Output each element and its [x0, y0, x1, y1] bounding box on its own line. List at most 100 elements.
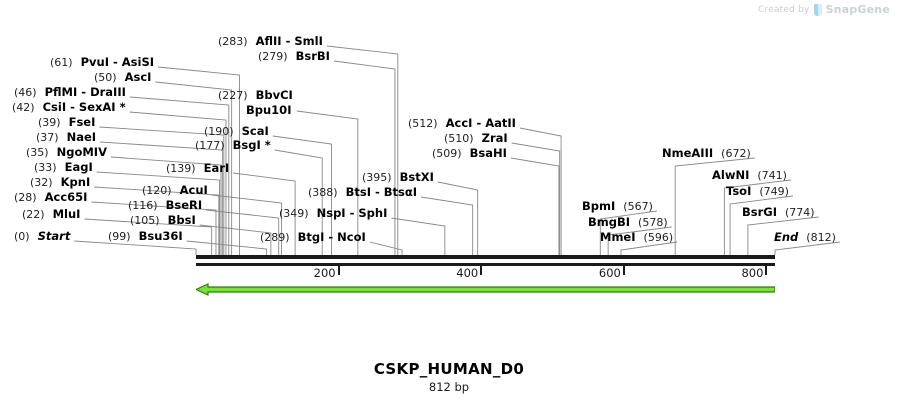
site-enzyme-name: AlwNI [712, 168, 750, 182]
restriction-site-label[interactable]: BmgBI (578) [588, 216, 668, 229]
site-enzyme-names: FseI [69, 115, 96, 129]
restriction-site-label[interactable]: NmeAIII (672) [662, 147, 751, 160]
site-position: (741) [757, 169, 787, 182]
restriction-site-label[interactable]: AlwNI (741) [712, 169, 787, 182]
restriction-site-label[interactable]: (28) Acc65I [14, 191, 87, 204]
site-enzyme-name: FseI [68, 115, 96, 129]
site-position: (46) [14, 86, 37, 99]
site-enzyme-names: BsrGI [742, 205, 777, 219]
restriction-site-label[interactable]: BsrGI (774) [742, 206, 815, 219]
site-enzyme-names: NmeAIII [662, 146, 713, 160]
site-enzyme-names: MluI [53, 207, 81, 221]
site-enzyme-name: AscI [124, 70, 152, 84]
site-enzyme-names: AcuI [180, 183, 208, 197]
restriction-site-label[interactable]: BpmI (567) [582, 200, 653, 213]
site-enzyme-name: BsgI * [232, 138, 271, 152]
site-position: (672) [721, 147, 751, 160]
restriction-site-label[interactable]: (289) BtgI - NcoI [260, 231, 366, 244]
site-position: (227) [218, 89, 248, 102]
site-enzyme-name: Acc65I [44, 190, 88, 204]
restriction-site-label[interactable]: (279) BsrBI [258, 50, 330, 63]
restriction-site-label[interactable]: (283) AflII - SmlI [218, 35, 323, 48]
restriction-site-label[interactable]: (105) BbsI [130, 214, 196, 227]
site-enzyme-name: Start [37, 229, 71, 243]
ruler-tick-label: 200 [313, 266, 336, 280]
restriction-site-label[interactable]: (61) PvuI - AsiSI [50, 56, 154, 69]
site-position: (289) [260, 231, 290, 244]
restriction-site-label[interactable]: (99) Bsu36I [108, 230, 183, 243]
site-enzyme-names: TsoI [726, 184, 751, 198]
site-enzyme-name: EagI [64, 160, 93, 174]
restriction-site-label[interactable]: (35) NgoMIV [26, 146, 107, 159]
site-enzyme-name: BsrBI [295, 49, 330, 63]
restriction-site-label[interactable]: Bpu10I [246, 104, 291, 116]
restriction-site-label[interactable]: TsoI (749) [726, 185, 789, 198]
restriction-site-label[interactable]: (190) ScaI [204, 125, 269, 138]
site-position: (177) [195, 139, 225, 152]
restriction-site-label[interactable]: (120) AcuI [142, 184, 208, 197]
site-enzyme-name: AcuI [179, 183, 208, 197]
restriction-site-label[interactable]: (50) AscI [94, 71, 151, 84]
site-name-separator: - [371, 185, 384, 199]
restriction-site-label[interactable]: End (812) [774, 231, 836, 244]
restriction-site-label[interactable]: (139) EarI [166, 162, 229, 175]
site-enzyme-names: BsrBI [296, 49, 330, 63]
restriction-site-label[interactable]: (116) BseRI [128, 199, 202, 212]
site-enzyme-name: BseRI [165, 198, 203, 212]
site-enzyme-names: EarI [204, 161, 230, 175]
site-enzyme-names: PvuI - AsiSI [81, 55, 154, 69]
site-enzyme-name: MmeI [600, 230, 636, 244]
restriction-site-label[interactable]: (0) Start [14, 230, 70, 243]
restriction-site-label[interactable]: (349) NspI - SphI [279, 207, 387, 220]
site-enzyme-name: AflII [255, 34, 282, 48]
site-position: (35) [26, 146, 49, 159]
restriction-site-label[interactable]: (33) EagI [34, 161, 93, 174]
site-position: (0) [14, 230, 30, 243]
restriction-site-label[interactable]: (46) PflMI - DraIII [14, 86, 126, 99]
site-enzyme-names: BsaHI [470, 146, 507, 160]
restriction-site-label[interactable]: (22) MluI [22, 208, 80, 221]
watermark-prefix: Created by [758, 4, 810, 15]
orf-feature-arrow[interactable] [194, 281, 776, 296]
site-enzyme-name: EarI [203, 161, 230, 175]
site-enzyme-name: PvuI [80, 55, 109, 69]
site-enzyme-name: End [774, 230, 799, 244]
site-position: (61) [50, 56, 73, 69]
site-enzyme-name: BbsI [167, 213, 196, 227]
site-enzyme-names: End [774, 230, 798, 244]
site-position: (388) [308, 186, 338, 199]
restriction-site-label[interactable]: (42) CsiI - SexAI * [12, 101, 126, 114]
ruler-tick [480, 266, 483, 275]
restriction-site-label[interactable]: (177) BsgI * [195, 139, 271, 152]
site-position: (395) [362, 171, 392, 184]
restriction-site-label[interactable]: (395) BstXI [362, 171, 434, 184]
site-enzyme-names: MmeI [600, 230, 636, 244]
site-enzyme-name: AccI [445, 116, 473, 130]
site-enzyme-names: Start [38, 229, 71, 243]
site-enzyme-name: NaeI [66, 130, 97, 144]
sequence-backbone [196, 255, 775, 267]
site-position: (22) [22, 208, 45, 221]
restriction-site-label[interactable]: (227) BbvCI [218, 89, 293, 102]
site-name-separator: - [345, 206, 359, 220]
restriction-site-label[interactable]: (509) BsaHI [432, 147, 507, 160]
site-position: (578) [638, 216, 668, 229]
site-position: (512) [408, 117, 438, 130]
site-enzyme-names: ZraI [482, 131, 508, 145]
site-position: (28) [14, 191, 37, 204]
restriction-site-label[interactable]: (37) NaeI [36, 131, 96, 144]
restriction-site-label[interactable]: (512) AccI - AatII [408, 117, 516, 130]
snapgene-watermark: Created by SnapGene [758, 3, 890, 16]
site-enzyme-name: AatII [485, 116, 516, 130]
restriction-site-label[interactable]: (510) ZraI [444, 132, 508, 145]
site-position: (774) [785, 206, 815, 219]
restriction-site-label[interactable]: (388) BtsI - BtsαI [308, 186, 417, 199]
site-enzyme-name: BmgBI [588, 215, 631, 229]
restriction-site-label[interactable]: (32) KpnI [30, 176, 90, 189]
site-position: (116) [128, 199, 158, 212]
restriction-site-label[interactable]: (39) FseI [38, 116, 95, 129]
site-enzyme-name: BpmI [582, 199, 616, 213]
site-name-separator: - [109, 55, 122, 69]
restriction-site-label[interactable]: MmeI (596) [600, 231, 673, 244]
